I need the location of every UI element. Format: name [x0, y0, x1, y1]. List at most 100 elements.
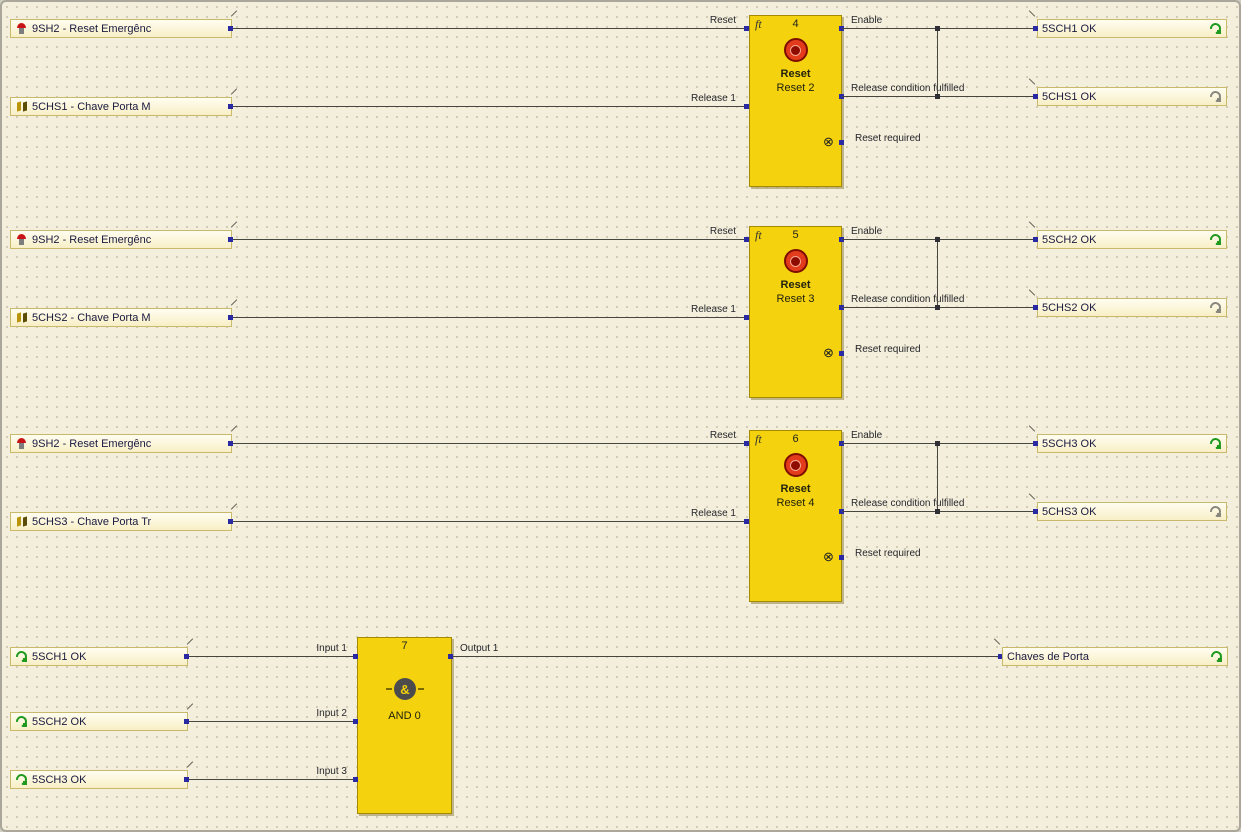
- reset-function-block-2[interactable]: ft 5 Reset Reset 3: [749, 226, 842, 398]
- connection-port[interactable]: [744, 104, 749, 109]
- connection-port[interactable]: [839, 555, 844, 560]
- connection-port[interactable]: [228, 519, 233, 524]
- output-tag-label: 5CHS3 OK: [1042, 505, 1097, 518]
- connection-port[interactable]: [839, 305, 844, 310]
- connection-port[interactable]: [1033, 26, 1038, 31]
- input-tag-estop-3[interactable]: 9SH2 - Reset Emergênc: [10, 434, 232, 453]
- junction-dot: [935, 305, 940, 310]
- green-contact-icon: [15, 773, 28, 786]
- output-tag-2[interactable]: 5CHS3 OK: [1037, 502, 1227, 521]
- port-label-reset-required: Reset required: [855, 344, 921, 355]
- connection-port[interactable]: [353, 654, 358, 659]
- connection-port[interactable]: [228, 441, 233, 446]
- connection-port[interactable]: [184, 719, 189, 724]
- wire-release-in[interactable]: [232, 106, 749, 107]
- wire-reset-in[interactable]: [232, 239, 749, 240]
- connection-port[interactable]: [228, 104, 233, 109]
- connection-port[interactable]: [839, 351, 844, 356]
- connection-port[interactable]: [744, 237, 749, 242]
- reset-button-core: [790, 255, 801, 267]
- connector-hook: [1028, 289, 1036, 296]
- connector-hook: [230, 299, 238, 306]
- input-tag-doorswitch-2[interactable]: 5CHS2 - Chave Porta M: [10, 308, 232, 327]
- connection-port[interactable]: [839, 94, 844, 99]
- wire-release-in[interactable]: [232, 317, 749, 318]
- and-function-block[interactable]: 7 & AND 0: [357, 637, 452, 814]
- input-tag-and-3[interactable]: 5SCH3 OK: [10, 770, 188, 789]
- wire-branch[interactable]: [937, 28, 938, 97]
- connector-hook: [1028, 78, 1036, 85]
- reset-required-icon: ⊗: [823, 134, 834, 149]
- connection-port[interactable]: [839, 26, 844, 31]
- output-tag-2[interactable]: 5CHS1 OK: [1037, 87, 1227, 106]
- connection-port[interactable]: [744, 519, 749, 524]
- wire-reset-in[interactable]: [232, 443, 749, 444]
- reset-function-block-1[interactable]: ft 4 Reset Reset 2: [749, 15, 842, 187]
- connection-port[interactable]: [228, 315, 233, 320]
- output-tag-1[interactable]: 5SCH3 OK: [1037, 434, 1227, 453]
- wire-and-in3[interactable]: [188, 779, 357, 780]
- port-label-reset: Reset: [709, 430, 736, 441]
- wire-and-out[interactable]: [452, 656, 1002, 657]
- output-tag-label: 5SCH3 OK: [1042, 437, 1097, 450]
- emergency-stop-icon: [15, 437, 28, 450]
- connection-port[interactable]: [353, 777, 358, 782]
- connection-port[interactable]: [448, 654, 453, 659]
- reset-function-block-3[interactable]: ft 6 Reset Reset 4: [749, 430, 842, 602]
- and-gate-tick: [386, 688, 392, 690]
- wire-branch[interactable]: [937, 239, 938, 308]
- connection-port[interactable]: [228, 237, 233, 242]
- wire-reset-in[interactable]: [232, 28, 749, 29]
- door-switch-icon: [15, 311, 28, 324]
- connection-port[interactable]: [353, 719, 358, 724]
- port-label-reset-required: Reset required: [855, 133, 921, 144]
- connection-port[interactable]: [839, 441, 844, 446]
- block-number: 5: [792, 229, 799, 241]
- connection-port[interactable]: [1033, 305, 1038, 310]
- output-tag-chaves[interactable]: Chaves de Porta: [1002, 647, 1228, 666]
- connection-port[interactable]: [184, 777, 189, 782]
- output-tag-label: 5CHS2 OK: [1042, 301, 1097, 314]
- wire-and-in2[interactable]: [188, 721, 357, 722]
- reset-button-core: [790, 44, 801, 56]
- block-name-label: Reset 4: [776, 497, 815, 509]
- junction-dot: [935, 94, 940, 99]
- connection-port[interactable]: [998, 654, 1003, 659]
- connector-hook: [186, 638, 194, 645]
- input-tag-and-1[interactable]: 5SCH1 OK: [10, 647, 188, 666]
- output-tag-1[interactable]: 5SCH2 OK: [1037, 230, 1227, 249]
- reset-button-core: [790, 459, 801, 471]
- connection-port[interactable]: [1033, 237, 1038, 242]
- connection-port[interactable]: [744, 26, 749, 31]
- port-label-release-condition: Release condition fulfilled: [851, 294, 965, 305]
- block-number: 7: [401, 640, 408, 652]
- connection-port[interactable]: [744, 441, 749, 446]
- connection-port[interactable]: [839, 237, 844, 242]
- connection-port[interactable]: [184, 654, 189, 659]
- output-tag-2[interactable]: 5CHS2 OK: [1037, 298, 1227, 317]
- input-tag-and-2[interactable]: 5SCH2 OK: [10, 712, 188, 731]
- input-tag-doorswitch-1[interactable]: 5CHS1 - Chave Porta M: [10, 97, 232, 116]
- connection-port[interactable]: [1033, 94, 1038, 99]
- connection-port[interactable]: [228, 26, 233, 31]
- connection-port[interactable]: [839, 140, 844, 145]
- connection-port[interactable]: [1033, 441, 1038, 446]
- wire-branch[interactable]: [937, 443, 938, 512]
- wire-and-in1[interactable]: [188, 656, 357, 657]
- output-tag-1[interactable]: 5SCH1 OK: [1037, 19, 1227, 38]
- input-tag-doorswitch-3[interactable]: 5CHS3 - Chave Porta Tr: [10, 512, 232, 531]
- connection-port[interactable]: [839, 509, 844, 514]
- connection-port[interactable]: [744, 315, 749, 320]
- grey-contact-icon: [1209, 301, 1222, 314]
- port-label-input1: Input 1: [316, 643, 347, 654]
- input-tag-estop-1[interactable]: 9SH2 - Reset Emergênc: [10, 19, 232, 38]
- green-contact-icon: [15, 715, 28, 728]
- wire-release-in[interactable]: [232, 521, 749, 522]
- connector-hook: [1028, 221, 1036, 228]
- output-tag-label: 5SCH2 OK: [1042, 233, 1097, 246]
- connection-port[interactable]: [1033, 509, 1038, 514]
- port-label-reset-required: Reset required: [855, 548, 921, 559]
- port-label-release: Release 1: [690, 93, 736, 104]
- input-tag-estop-2[interactable]: 9SH2 - Reset Emergênc: [10, 230, 232, 249]
- connector-hook: [230, 503, 238, 510]
